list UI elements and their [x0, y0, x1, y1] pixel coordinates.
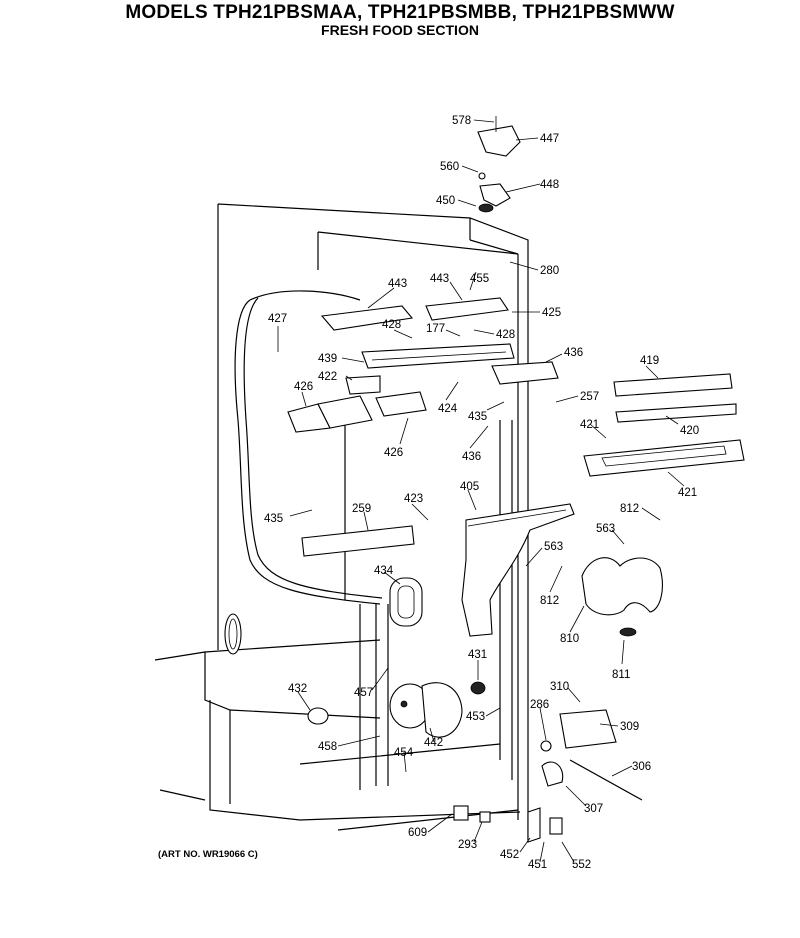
section-subtitle: FRESH FOOD SECTION [321, 22, 479, 38]
fan-blade-431 [470, 681, 486, 695]
label-307: 307 [584, 803, 603, 815]
label-436-bottom: 436 [462, 451, 481, 463]
label-457: 457 [354, 687, 373, 699]
label-422: 422 [318, 371, 337, 383]
label-451: 451 [528, 859, 547, 871]
label-421-top: 421 [580, 419, 599, 431]
label-442: 442 [424, 737, 443, 749]
air-duct-405 [461, 503, 575, 637]
shelf-rail-right [425, 297, 509, 321]
label-423: 423 [404, 493, 423, 505]
label-453: 453 [466, 711, 485, 723]
label-454: 454 [394, 747, 414, 759]
part-552 [549, 817, 563, 835]
label-431: 431 [468, 649, 487, 661]
label-426-left: 426 [294, 381, 313, 393]
label-425: 425 [542, 307, 561, 319]
part-labels: 578 447 560 448 450 443 443 455 280 425 … [264, 115, 699, 871]
label-424: 424 [438, 403, 458, 415]
label-578: 578 [452, 115, 471, 127]
label-405: 405 [460, 481, 479, 493]
label-310: 310 [550, 681, 569, 693]
label-609: 609 [408, 827, 427, 839]
label-439: 439 [318, 353, 337, 365]
label-560: 560 [440, 161, 459, 173]
label-812-bottom: 812 [540, 595, 559, 607]
label-177: 177 [426, 323, 445, 335]
label-450: 450 [436, 195, 455, 207]
label-552: 552 [572, 859, 591, 871]
label-259: 259 [352, 503, 371, 515]
label-436-top: 436 [564, 347, 583, 359]
label-257: 257 [580, 391, 599, 403]
light-housing-426 [317, 395, 373, 429]
label-419: 419 [640, 355, 659, 367]
label-443-right: 443 [430, 273, 449, 285]
label-432: 432 [288, 683, 307, 695]
grommet-432 [307, 707, 329, 725]
label-286: 286 [530, 699, 549, 711]
damper-309 [559, 709, 617, 749]
label-427: 427 [268, 313, 287, 325]
label-309: 309 [620, 721, 639, 733]
label-435-top: 435 [468, 411, 487, 423]
side-vent [224, 613, 242, 655]
part-307 [541, 761, 564, 787]
label-563-right: 563 [596, 523, 615, 535]
part-286 [540, 740, 552, 752]
vent-434 [389, 577, 423, 627]
lamp-frame-422 [345, 375, 381, 395]
rod-306 [569, 759, 643, 801]
part-609 [453, 805, 469, 821]
label-421-bottom: 421 [678, 487, 697, 499]
mullion-channel-259 [301, 525, 415, 557]
label-443-left: 443 [388, 278, 407, 290]
bracket-451 [527, 807, 541, 843]
label-458: 458 [318, 741, 337, 753]
top-hinge-assembly [477, 116, 521, 213]
label-306: 306 [632, 761, 651, 773]
label-435-bottom: 435 [264, 513, 283, 525]
fan-motor-442 [389, 682, 463, 738]
label-812-top: 812 [620, 503, 639, 515]
defrost-heater-810 [581, 557, 663, 616]
art-number: (ART NO. WR19066 C) [158, 849, 258, 860]
label-428-right: 428 [496, 329, 515, 341]
label-434: 434 [374, 565, 394, 577]
label-452: 452 [500, 849, 519, 861]
label-420: 420 [680, 425, 699, 437]
shelf-rail-left [320, 305, 414, 331]
light-lens-420 [615, 403, 737, 423]
diagram-title: MODELS TPH21PBSMAA, TPH21PBSMBB, TPH21PB… [125, 2, 675, 23]
label-448: 448 [540, 179, 559, 191]
label-428-left: 428 [382, 319, 401, 331]
clip-811 [619, 627, 637, 637]
light-shield-419 [613, 373, 733, 397]
label-426-bottom: 426 [384, 447, 403, 459]
light-housing-426b [375, 391, 427, 417]
label-810: 810 [560, 633, 579, 645]
part-293 [479, 811, 491, 823]
label-293: 293 [458, 839, 477, 851]
label-447: 447 [540, 133, 559, 145]
leader-lines [277, 119, 685, 863]
label-280: 280 [540, 265, 559, 277]
gasket-seal [234, 290, 383, 605]
light-cover-421 [583, 439, 745, 477]
control-box [491, 361, 559, 385]
label-455: 455 [470, 273, 489, 285]
label-563-left: 563 [544, 541, 563, 553]
label-811: 811 [612, 669, 630, 681]
